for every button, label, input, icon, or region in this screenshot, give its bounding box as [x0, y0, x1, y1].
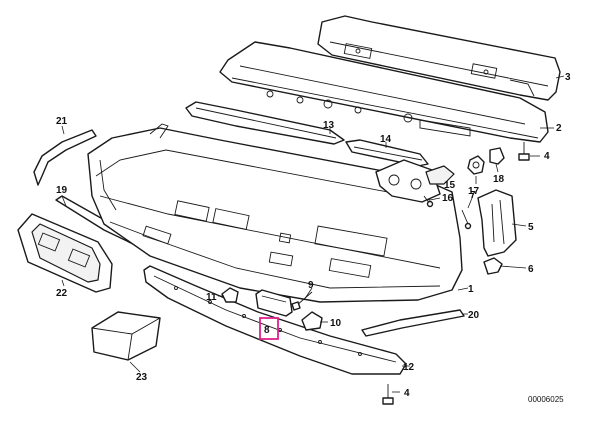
callout-16: 16: [442, 193, 454, 204]
callout-4-lower: 4: [404, 388, 410, 399]
callout-17: 17: [468, 186, 480, 197]
part-13-trim-strip: [185, 101, 345, 145]
callout-5: 5: [528, 222, 534, 233]
callout-7: 7: [470, 190, 476, 201]
part-21-corner-trim: [33, 129, 97, 186]
callout-3: 3: [565, 72, 571, 83]
callout-20: 20: [468, 310, 480, 321]
part-12-spoiler: [143, 265, 407, 375]
callout-23: 23: [136, 372, 148, 383]
part-11-clip: [221, 287, 239, 303]
callout-10: 10: [330, 318, 342, 329]
part-10-bracket: [301, 311, 323, 331]
part-4-bolt-upper: [518, 142, 530, 161]
callout-14: 14: [380, 134, 392, 145]
callout-18: 18: [493, 174, 505, 185]
callout-9: 9: [308, 280, 314, 291]
callout-4-upper: 4: [544, 151, 550, 162]
diagram-reference-code: 00006025: [528, 395, 564, 404]
part-18-nut: [489, 147, 505, 165]
part-14-trim-strip: [345, 139, 429, 167]
part-4-bolt-lower: [382, 384, 394, 405]
part-15-mount-bracket: [375, 159, 455, 203]
highlight-box: [259, 317, 279, 340]
part-22-grille-frame: [17, 213, 113, 293]
leader-lines: [61, 75, 565, 393]
part-20-moulding: [361, 309, 465, 337]
part-7-screw: [461, 209, 472, 230]
part-3-bumper-support: [317, 15, 561, 101]
part-1-bumper-cover: [87, 123, 463, 303]
callout-21: 21: [56, 116, 68, 127]
callout-13: 13: [323, 120, 335, 131]
callout-12: 12: [403, 362, 415, 373]
callout-1: 1: [468, 284, 474, 295]
part-17-nut: [467, 155, 485, 175]
part-23-package: [91, 311, 161, 361]
callout-2: 2: [556, 123, 562, 134]
callout-labels: 1 2 3 4 4 5 6 7 8 9 10 11 12 13 14 15 16…: [56, 72, 571, 399]
callout-19: 19: [56, 185, 68, 196]
callout-15: 15: [444, 180, 456, 191]
callout-8: 8: [264, 325, 270, 336]
part-5-absorber: [477, 189, 517, 257]
callout-6: 6: [528, 264, 534, 275]
part-2-bumper-carrier: [219, 41, 549, 143]
part-8-tow-hook-cover: [255, 289, 293, 317]
part-16-screw: [423, 195, 434, 208]
callout-11: 11: [206, 292, 217, 303]
part-6-clip-nut: [483, 257, 503, 275]
part-9-clip: [291, 291, 313, 311]
callout-22: 22: [56, 288, 68, 299]
